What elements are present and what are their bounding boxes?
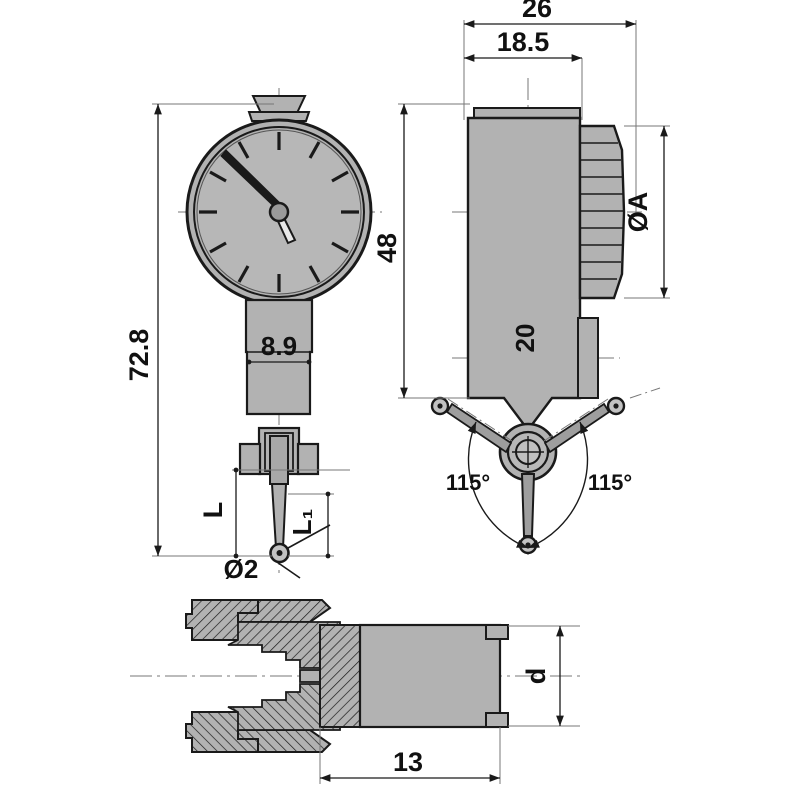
section-view: d 13 — [130, 599, 580, 784]
dim-label-side-height: 48 — [372, 233, 402, 263]
shank-notch-top — [485, 624, 509, 640]
stylus-clamp-right-ear — [296, 442, 320, 476]
ball-diameter-leader-lower — [273, 559, 301, 579]
dim-label-ball-diameter: Ø2 — [224, 554, 259, 584]
dial-needle-hub — [268, 201, 290, 223]
dim-label-L: L — [198, 502, 228, 519]
inner-sleeve-upper — [227, 621, 341, 669]
side-main-body — [466, 116, 582, 432]
stylus-contact-ball-center — [276, 550, 283, 556]
angle-arc-left — [467, 421, 529, 549]
bezel-crown-collar — [247, 111, 311, 122]
stylus-holder-shaft — [269, 435, 289, 485]
dim-label-bezel-diameter: ØA — [623, 192, 653, 233]
angle-arc-right — [527, 421, 589, 549]
angle-label-right: 115° — [588, 470, 632, 495]
dim-label-body-depth: 20 — [510, 324, 540, 353]
angle-label-left: 115° — [446, 470, 490, 495]
shank-body — [358, 623, 502, 729]
dim-label-shank-diameter: d — [521, 668, 551, 685]
dial-graduation-ticks — [199, 132, 359, 292]
side-bezel-knurl — [578, 124, 626, 300]
dim-label-overall-height: 72.8 — [124, 329, 154, 382]
dim-label-stem-width: 8.9 — [261, 331, 297, 361]
front-view: 72.8 8.9 L L₁ Ø2 — [124, 88, 382, 584]
ball-diameter-leader-upper — [287, 524, 331, 549]
side-view: 115° 115° 26 18.5 48 20 ØA — [372, 0, 670, 560]
dim-label-body-width: 18.5 — [497, 27, 550, 57]
dim-label-shank-length: 13 — [393, 747, 423, 777]
stylus-clamp-left-ear — [238, 442, 262, 476]
inner-sleeve-lower — [227, 683, 341, 731]
dim-label-L1: L₁ — [287, 509, 317, 536]
side-lower-boss — [577, 317, 599, 399]
side-top-cap — [473, 107, 581, 119]
side-bezel-knurl-lines — [580, 142, 624, 280]
shank-notch-bottom — [485, 712, 509, 728]
dim-label-overall-width: 26 — [522, 0, 552, 23]
side-stylus-vertical — [520, 473, 536, 537]
